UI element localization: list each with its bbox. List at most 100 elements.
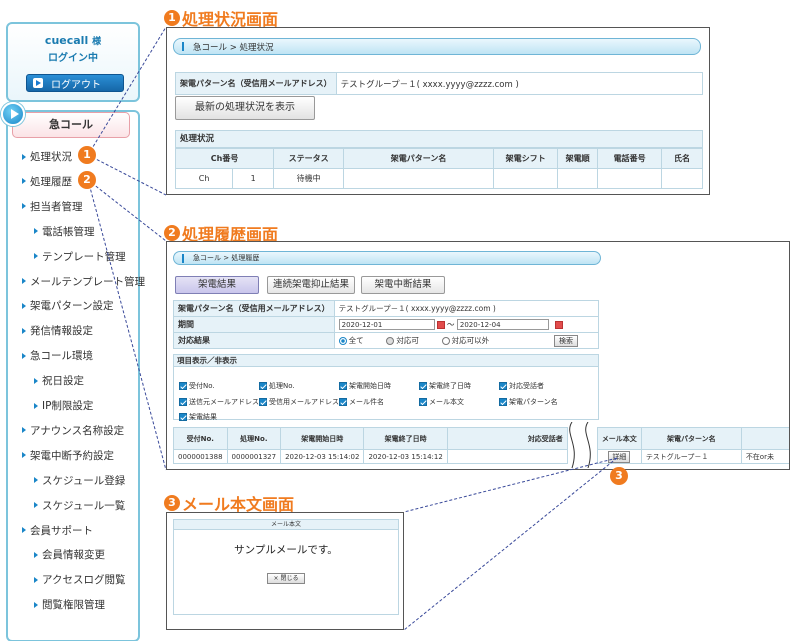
section-title-text: メール本文画面 xyxy=(182,495,295,514)
display-item-checkbox[interactable]: メール件名 xyxy=(339,397,384,407)
checkbox-label: 架電結果 xyxy=(189,413,217,421)
display-item-checkbox[interactable]: 架電結果 xyxy=(179,412,217,422)
col-more xyxy=(740,427,789,450)
result-label: 対応結果 xyxy=(173,332,335,349)
calendar-icon[interactable] xyxy=(554,320,563,329)
history-table: 受付No. 処理No. 架電開始日時 架電終了日時 対応受話者 メール本文 架電… xyxy=(173,427,789,464)
sidebar-item[interactable]: 会員情報変更 xyxy=(34,547,105,562)
sidebar-item[interactable]: 閲覧権限管理 xyxy=(34,597,105,612)
col-order: 架電順 xyxy=(557,148,599,169)
section-number: 2 xyxy=(164,225,180,241)
sidebar-item[interactable]: 処理履歴 xyxy=(22,174,72,189)
logout-button[interactable]: ログアウト xyxy=(26,74,124,92)
section-number: 3 xyxy=(164,495,180,511)
sidebar-item[interactable]: スケジュール一覧 xyxy=(34,498,125,513)
sidebar-item-label: 架電パターン設定 xyxy=(30,300,114,313)
sidebar-item[interactable]: テンプレート管理 xyxy=(34,249,126,264)
checkbox-label: メール件名 xyxy=(349,398,384,406)
display-item-checkbox[interactable]: 処理No. xyxy=(259,381,295,391)
display-item-checkbox[interactable]: 送信元メールアドレス xyxy=(179,397,259,407)
display-item-checkbox[interactable]: 架電パターン名 xyxy=(499,397,558,407)
user-name-text: cuecall xyxy=(44,34,89,47)
display-item-checkbox[interactable]: メール本文 xyxy=(419,397,464,407)
triangle-bullet-icon xyxy=(34,601,38,608)
search-button[interactable]: 検索 xyxy=(553,334,578,347)
sidebar-item-label: 処理状況 xyxy=(30,151,72,163)
close-label: 閉じる xyxy=(280,575,299,582)
display-item-checkbox[interactable]: 受付No. xyxy=(179,381,215,391)
sidebar-item[interactable]: 担当者管理 xyxy=(22,199,83,214)
display-item-checkbox[interactable]: 受信用メールアドレス xyxy=(259,397,339,407)
cell-empty xyxy=(493,168,559,189)
triangle-bullet-icon xyxy=(22,327,26,334)
display-item-checkbox[interactable]: 対応受話者 xyxy=(499,381,544,391)
checkbox-checked-icon xyxy=(179,398,187,406)
badge-3: 3 xyxy=(610,467,628,485)
sidebar-item[interactable]: 架電中断予約設定 xyxy=(22,448,114,463)
sidebar-item[interactable]: 急コール環境 xyxy=(22,348,93,363)
checkbox-checked-icon xyxy=(499,382,507,390)
sidebar-item[interactable]: アナウンス名称設定 xyxy=(22,423,124,438)
col-pattern: 架電パターン名 xyxy=(640,427,742,450)
period-label: 期間 xyxy=(173,316,335,333)
cell-mail-body: 詳細 xyxy=(596,449,642,464)
date-separator: ～ xyxy=(447,319,455,329)
close-button[interactable]: × 閉じる xyxy=(266,573,306,584)
sidebar-item[interactable]: IP制限設定 xyxy=(34,398,93,413)
detail-button[interactable]: 詳細 xyxy=(608,450,631,463)
col-shift: 架電シフト xyxy=(493,148,559,169)
cell-reception-no: 0000001388 xyxy=(173,449,228,464)
sidebar-item[interactable]: スケジュール登録 xyxy=(34,473,125,488)
display-item-checkbox[interactable]: 架電終了日時 xyxy=(419,381,471,391)
col-phone: 電話番号 xyxy=(597,148,663,169)
sidebar-item[interactable]: メールテンプレート管理 xyxy=(22,274,145,289)
triangle-bullet-icon xyxy=(22,527,26,533)
sidebar-item-label: 担当者管理 xyxy=(30,200,83,213)
display-item-checkbox[interactable]: 架電開始日時 xyxy=(339,381,391,391)
date-from-input[interactable]: 2020-12-01 xyxy=(338,319,435,331)
triangle-bullet-icon xyxy=(34,576,38,583)
result-field: 全て 対応可 対応可以外 検索 xyxy=(333,332,600,349)
sidebar-item[interactable]: 電話帳管理 xyxy=(34,224,95,239)
tab-continuous-suppress[interactable]: 連続架電抑止結果 xyxy=(267,276,355,294)
date-to-input[interactable]: 2020-12-04 xyxy=(456,319,549,331)
cell-empty xyxy=(661,168,703,189)
triangle-bullet-icon xyxy=(22,203,26,210)
triangle-bullet-icon xyxy=(34,377,38,384)
checkbox-label: 対応受話者 xyxy=(509,382,544,390)
sidebar-item[interactable]: 架電パターン設定 xyxy=(22,298,113,313)
sidebar-item[interactable]: 処理状況 xyxy=(22,149,72,164)
sidebar-item-label: 架電中断予約設定 xyxy=(30,449,114,462)
sidebar-item-label: 会員サポート xyxy=(30,524,93,537)
sidebar-item[interactable]: 祝日設定 xyxy=(34,373,84,388)
cell-status: 待機中 xyxy=(273,168,345,189)
checkbox-checked-icon xyxy=(419,382,427,390)
breadcrumb-text: 急コール > 処理状況 xyxy=(193,42,274,53)
close-icon: × xyxy=(273,575,279,582)
cell-start: 2020-12-03 15:14:02 xyxy=(280,449,365,464)
section-title-text: 処理履歴画面 xyxy=(182,225,279,244)
radio-other[interactable] xyxy=(441,336,450,345)
sidebar-item-label: アクセスログ閲覧 xyxy=(42,574,126,587)
col-start: 架電開始日時 xyxy=(280,427,365,450)
sidebar-item-label: スケジュール登録 xyxy=(42,474,126,487)
user-suffix: 様 xyxy=(92,37,102,47)
menu-header[interactable]: 急コール xyxy=(12,112,130,138)
breadcrumb-mark-icon xyxy=(182,253,187,263)
sidebar-item[interactable]: アクセスログ閲覧 xyxy=(34,572,125,587)
radio-all[interactable] xyxy=(338,336,347,345)
sidebar-item[interactable]: 発信情報設定 xyxy=(22,323,93,338)
sidebar-item-label: 急コール環境 xyxy=(30,350,93,363)
radio-done[interactable] xyxy=(386,336,395,345)
calendar-icon[interactable] xyxy=(436,320,445,329)
breadcrumb: 急コール > 処理履歴 xyxy=(173,251,601,265)
checkbox-checked-icon xyxy=(259,382,267,390)
sidebar-item[interactable]: 会員サポート xyxy=(22,523,93,538)
tab-call-interrupt[interactable]: 架電中断結果 xyxy=(361,276,445,294)
refresh-status-button[interactable]: 最新の処理状況を表示 xyxy=(175,96,315,120)
checkbox-label: メール本文 xyxy=(429,398,464,406)
tab-call-result[interactable]: 架電結果 xyxy=(175,276,259,294)
badge-2: 2 xyxy=(78,171,96,189)
checkbox-checked-icon xyxy=(179,382,187,390)
section-title-2: 2 処理履歴画面 xyxy=(164,221,278,245)
